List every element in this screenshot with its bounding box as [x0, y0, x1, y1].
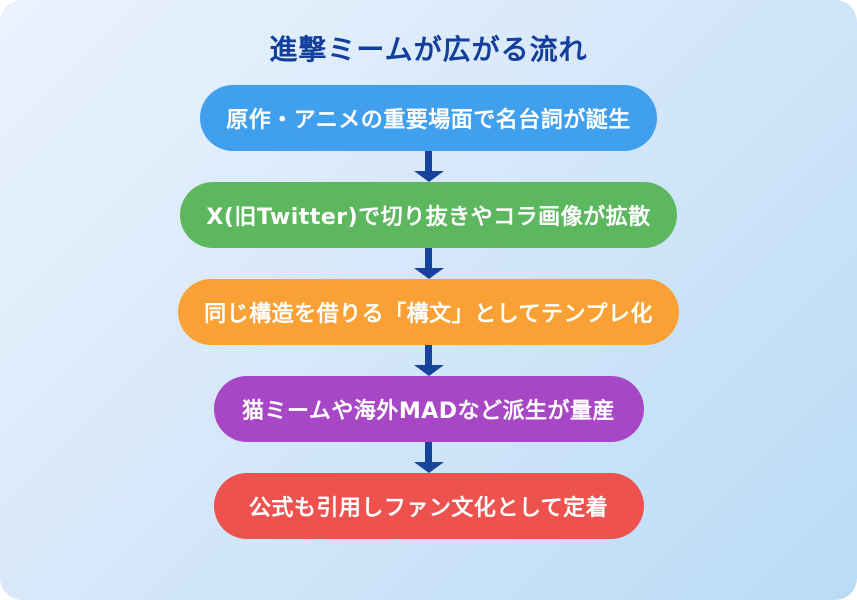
arrow-stem [425, 151, 432, 171]
flow-step: 猫ミームや海外MADなど派生が量産 [213, 376, 644, 442]
arrow-head [413, 268, 444, 279]
flow-step-label: 同じ構造を借りる「構文」としてテンプレ化 [204, 302, 653, 327]
page-title: 進撃ミームが広がる流れ [269, 33, 588, 66]
flow-step-label: 公式も引用しファン文化として定着 [248, 496, 609, 521]
flow-step: 同じ構造を借りる「構文」としてテンプレ化 [178, 279, 679, 345]
arrow-head [413, 462, 444, 473]
flow-step: 公式も引用しファン文化として定着 [213, 473, 644, 539]
down-arrow-icon [413, 442, 444, 473]
flow-step: 原作・アニメの重要場面で名台詞が誕生 [200, 85, 657, 151]
arrow-head [413, 365, 444, 376]
arrow-stem [425, 442, 432, 462]
arrow-head [413, 171, 444, 182]
down-arrow-icon [413, 345, 444, 376]
flow-step: X(旧Twitter)で切り抜きやコラ画像が拡散 [180, 182, 677, 248]
arrow-stem [425, 248, 432, 268]
down-arrow-icon [413, 151, 444, 182]
flow-step-label: 猫ミームや海外MADなど派生が量産 [241, 399, 616, 424]
flow-step-label: X(旧Twitter)で切り抜きやコラ画像が拡散 [206, 205, 651, 230]
flow-diagram: 原作・アニメの重要場面で名台詞が誕生 X(旧Twitter)で切り抜きやコラ画像… [0, 85, 857, 539]
flow-step-label: 原作・アニメの重要場面で名台詞が誕生 [226, 108, 631, 133]
arrow-stem [425, 345, 432, 365]
down-arrow-icon [413, 248, 444, 279]
